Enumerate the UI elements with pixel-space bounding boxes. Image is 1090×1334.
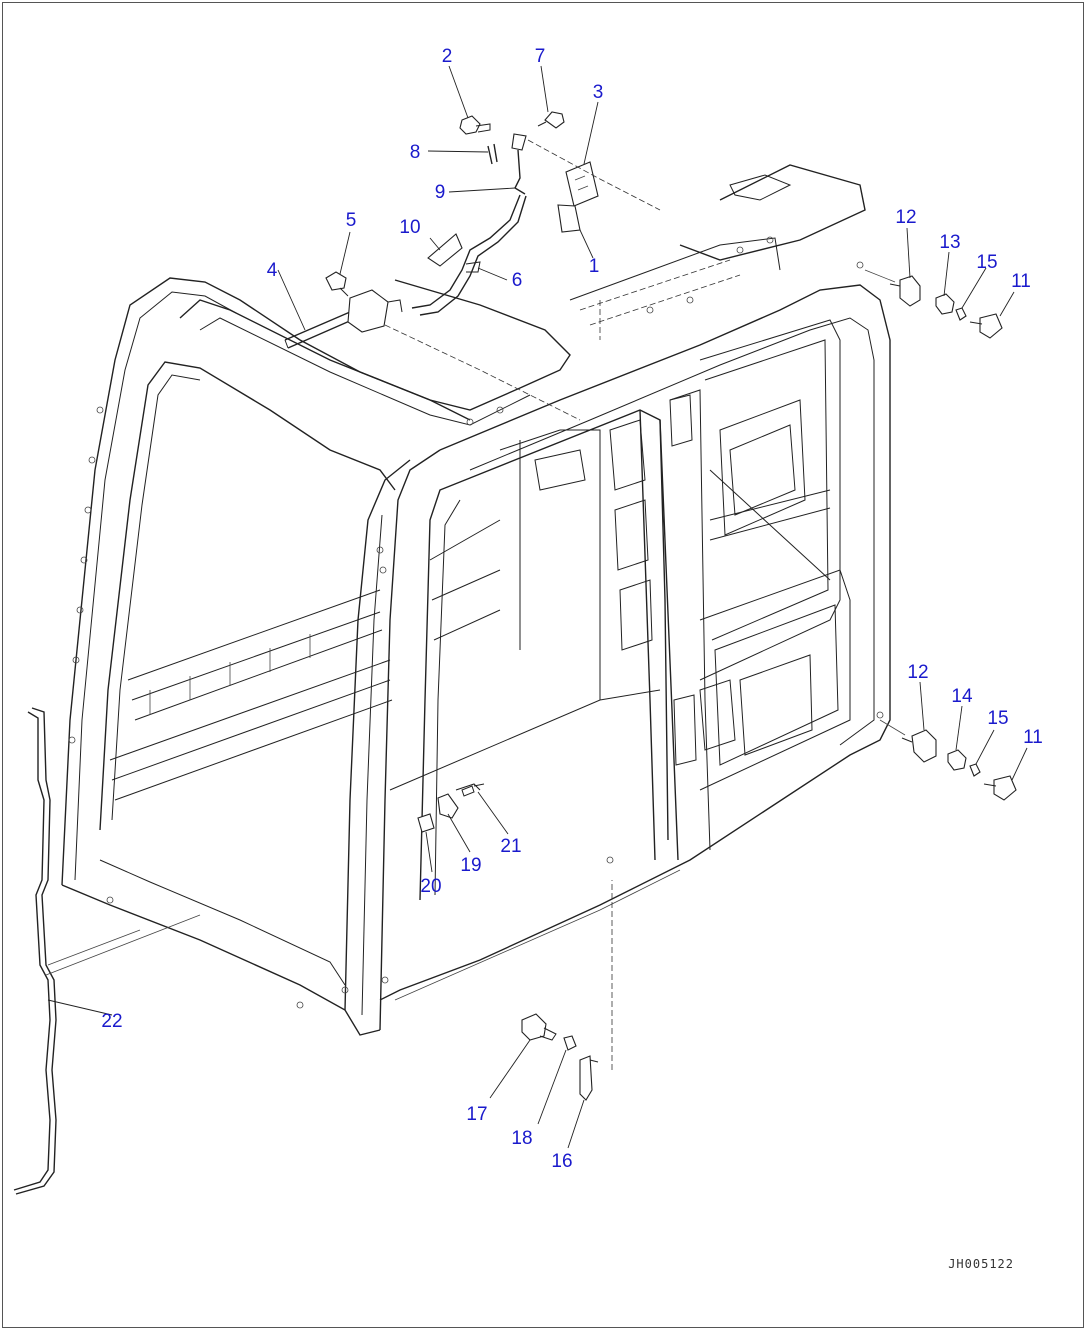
- label-part-15-lower: 15: [987, 708, 1008, 729]
- label-part-10: 10: [399, 217, 420, 238]
- label-part-12-lower: 12: [907, 662, 928, 683]
- label-part-4: 4: [267, 260, 278, 281]
- label-part-5: 5: [346, 210, 357, 231]
- leader-lines: [47, 65, 1028, 1149]
- label-part-6: 6: [512, 270, 523, 291]
- label-part-11-upper: 11: [1011, 271, 1031, 292]
- label-part-8: 8: [410, 142, 421, 163]
- label-part-3: 3: [593, 82, 604, 103]
- label-part-21: 21: [500, 836, 521, 857]
- part-labels: 1 2 3 4 5 6 7 8 9 10 11 11 12 12 13 14 1…: [101, 46, 1042, 1172]
- label-part-14: 14: [951, 686, 973, 707]
- cab-frame: [61, 164, 891, 1036]
- label-part-2: 2: [442, 46, 453, 67]
- label-part-20: 20: [420, 876, 441, 897]
- label-part-7: 7: [535, 46, 546, 67]
- drawing-code: JH005122: [948, 1257, 1014, 1271]
- label-part-9: 9: [435, 182, 446, 203]
- label-part-18: 18: [511, 1128, 532, 1149]
- label-part-1: 1: [589, 256, 600, 277]
- label-part-16: 16: [551, 1151, 572, 1172]
- label-part-12-upper: 12: [895, 207, 916, 228]
- parts: [13, 111, 1017, 1195]
- label-part-11-lower: 11: [1023, 727, 1043, 748]
- label-part-15-upper: 15: [976, 252, 997, 273]
- label-part-13: 13: [939, 232, 960, 253]
- label-part-22: 22: [101, 1011, 122, 1032]
- label-part-19: 19: [460, 855, 481, 876]
- label-part-17: 17: [466, 1104, 487, 1125]
